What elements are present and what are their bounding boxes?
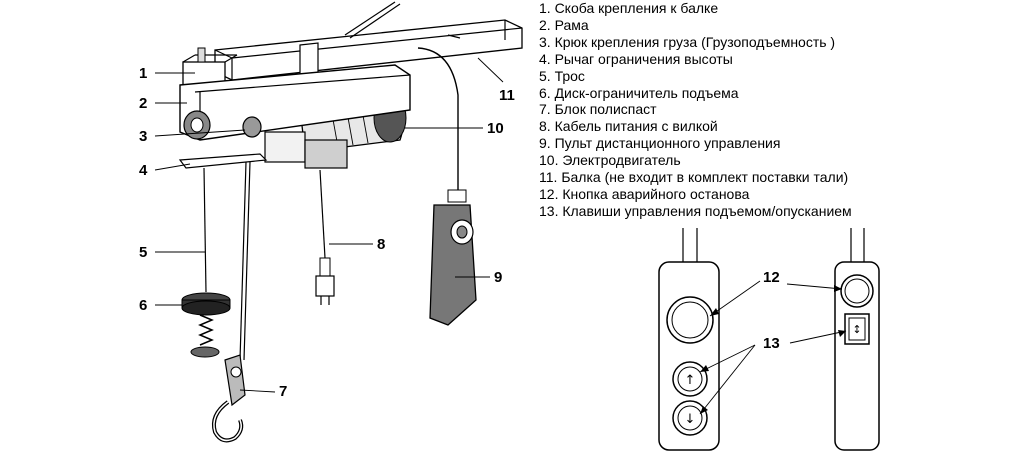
callout-3: 3 <box>139 128 147 145</box>
callout-2: 2 <box>139 95 147 112</box>
pendant-side-small: ↕ <box>834 228 880 451</box>
leader-lines <box>154 57 847 415</box>
legend-item: 5. Трос <box>539 67 585 84</box>
callout-12: 12 <box>763 269 780 286</box>
legend-item: 8. Кабель питания с вилкой <box>539 118 718 135</box>
callout-1: 1 <box>139 65 147 82</box>
callout-5: 5 <box>139 244 147 261</box>
legend-item: 11. Балка (не входит в комплект поставки… <box>539 169 849 186</box>
callout-7: 7 <box>279 383 287 400</box>
callout-10: 10 <box>487 120 504 137</box>
arrow-up-icon: ↑ <box>685 373 696 388</box>
legend-item: 9. Пульт дистанционного управления <box>539 135 781 152</box>
callout-11: 11 <box>499 87 515 104</box>
legend-item: 7. Блок полиспаст <box>539 101 657 118</box>
callout-labels: 1 2 3 4 5 6 7 8 9 10 11 12 13 <box>139 65 780 400</box>
parts-legend: 1. Скоба крепления к балке 2. Рама 3. Кр… <box>539 0 852 220</box>
callout-13: 13 <box>763 335 780 352</box>
updown-arrow-icon: ↕ <box>852 323 861 336</box>
pendant-front-large: ↑ ↓ <box>658 228 720 451</box>
callout-4: 4 <box>139 162 148 179</box>
arrow-down-icon: ↓ <box>685 412 696 427</box>
power-cable <box>315 169 335 305</box>
legend-item: 4. Рычаг ограничения высоты <box>539 50 733 67</box>
legend-item: 6. Диск-ограничитель подъема <box>539 84 739 101</box>
legend-item: 3. Крюк крепления груза (Грузоподъемност… <box>539 33 836 50</box>
legend-item: 1. Скоба крепления к балке <box>539 0 719 16</box>
pulley-block <box>211 354 246 443</box>
limit-disc <box>181 292 231 358</box>
legend-item: 10. Электродвигатель <box>539 152 681 169</box>
callout-8: 8 <box>377 236 385 253</box>
callout-9: 9 <box>494 269 502 286</box>
callout-6: 6 <box>139 297 147 314</box>
remote-pendant <box>417 34 477 326</box>
legend-item: 2. Рама <box>539 16 589 33</box>
legend-item: 13. Клавиши управления подъемом/опускани… <box>539 202 852 219</box>
legend-item: 12. Кнопка аварийного останова <box>539 185 750 202</box>
hoist-frame <box>179 64 411 169</box>
rope <box>203 161 251 361</box>
beam <box>214 1 523 81</box>
limit-lever <box>178 153 268 169</box>
